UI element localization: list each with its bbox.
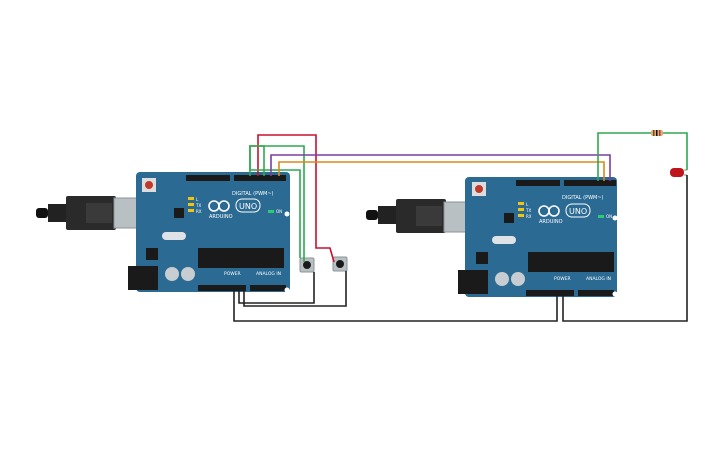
wire-black-gnd-link[interactable]	[233, 291, 558, 322]
tx-label-left: TX	[195, 203, 201, 208]
model-label-right: UNO	[569, 207, 587, 216]
led-tx-right	[518, 208, 524, 211]
analog-label-right: ANALOG IN	[586, 276, 611, 282]
power-label-right: POWER	[554, 276, 571, 282]
arduino-logo-right: ARDUINO	[538, 205, 563, 225]
led-l-left	[188, 197, 194, 200]
model-label-left: UNO	[239, 202, 257, 211]
digital-header-left-a	[186, 175, 230, 181]
power-header-right	[526, 290, 574, 296]
mount-hole-left-1	[284, 211, 290, 217]
led-l-right	[518, 202, 524, 205]
power-jack-right[interactable]	[458, 270, 488, 294]
usb-chip-right	[504, 213, 514, 223]
tx-label-right: TX	[525, 208, 531, 213]
model-badge-left	[235, 198, 261, 213]
wire-green-right[interactable]	[597, 132, 651, 181]
usb-cable-right	[366, 210, 378, 220]
pushbutton-2[interactable]	[332, 256, 348, 272]
arduino-logo-left: ARDUINO	[208, 200, 233, 220]
led-rx-right	[518, 214, 524, 217]
capacitor-right-2	[511, 272, 525, 286]
model-badge-right	[565, 203, 591, 218]
led-rx-left	[188, 209, 194, 212]
pushbutton-1[interactable]	[299, 257, 315, 273]
digital-header-right-a	[516, 180, 560, 186]
wire-red[interactable]	[257, 134, 335, 263]
usb-plug-left	[48, 204, 68, 222]
usb-connector-detail-left	[86, 203, 112, 223]
analog-label-left: ANALOG IN	[256, 271, 281, 277]
wire-black-led-gnd[interactable]	[562, 175, 688, 322]
usb-cable-left	[36, 208, 48, 218]
digital-label-left: DIGITAL (PWM~)	[232, 191, 274, 197]
rx-label-left: RX	[196, 209, 202, 214]
capacitor-right-1	[495, 272, 509, 286]
wire-orange[interactable]	[278, 161, 605, 181]
capacitor-left-2	[181, 267, 195, 281]
digital-label-right: DIGITAL (PWM~)	[562, 195, 604, 201]
power-jack-left[interactable]	[128, 266, 158, 290]
usb-chip-left	[174, 208, 184, 218]
pushbutton-1-cap[interactable]	[303, 261, 311, 269]
wire-purple[interactable]	[270, 154, 611, 181]
brand-label-left: ARDUINO	[209, 214, 233, 220]
red-led[interactable]	[670, 168, 687, 177]
on-led-left	[268, 210, 274, 213]
mount-hole-right-1	[612, 215, 618, 221]
power-label-left: POWER	[224, 271, 241, 277]
usb-connector-detail-right	[416, 206, 442, 226]
pushbutton-2-cap[interactable]	[336, 260, 344, 268]
regulator-right	[476, 252, 488, 264]
on-label-left: ON	[276, 209, 282, 214]
atmega-chip-left	[198, 248, 284, 268]
wire-black-button2[interactable]	[243, 271, 347, 307]
usb-plug-right	[378, 206, 398, 224]
arduino-board-left[interactable]: DIGITAL (PWM~) TX RX L ARDUINO UNO ON	[36, 172, 290, 293]
l-label-left: L	[196, 197, 199, 202]
digital-header-left-b	[234, 175, 286, 181]
wire-green-resistor-led[interactable]	[663, 132, 688, 170]
arduino-board-right[interactable]: DIGITAL (PWM~) TX RX L ARDUINO UNO ON PO…	[366, 177, 618, 297]
led-tx-left	[188, 203, 194, 206]
analog-header-right	[578, 290, 614, 296]
atmega-chip-right	[528, 252, 614, 272]
brand-label-right: ARDUINO	[539, 219, 563, 225]
analog-header-left	[250, 285, 286, 291]
mount-hole-right-2	[612, 291, 618, 297]
on-label-right: ON	[606, 214, 612, 219]
on-led-right	[598, 215, 604, 218]
crystal-right	[492, 236, 516, 244]
regulator-left	[146, 248, 158, 260]
mount-hole-left-2	[284, 287, 290, 293]
crystal-left	[162, 232, 186, 240]
rx-label-right: RX	[526, 214, 532, 219]
reset-button-cap-left[interactable]	[145, 181, 153, 189]
resistor[interactable]	[646, 130, 666, 136]
wire-green-link[interactable]	[249, 145, 305, 262]
digital-header-right-b	[564, 180, 616, 186]
l-label-right: L	[526, 202, 529, 207]
reset-button-cap-right[interactable]	[475, 185, 483, 193]
capacitor-left-1	[165, 267, 179, 281]
power-header-left	[198, 285, 246, 291]
wire-black-button1[interactable]	[238, 272, 315, 304]
